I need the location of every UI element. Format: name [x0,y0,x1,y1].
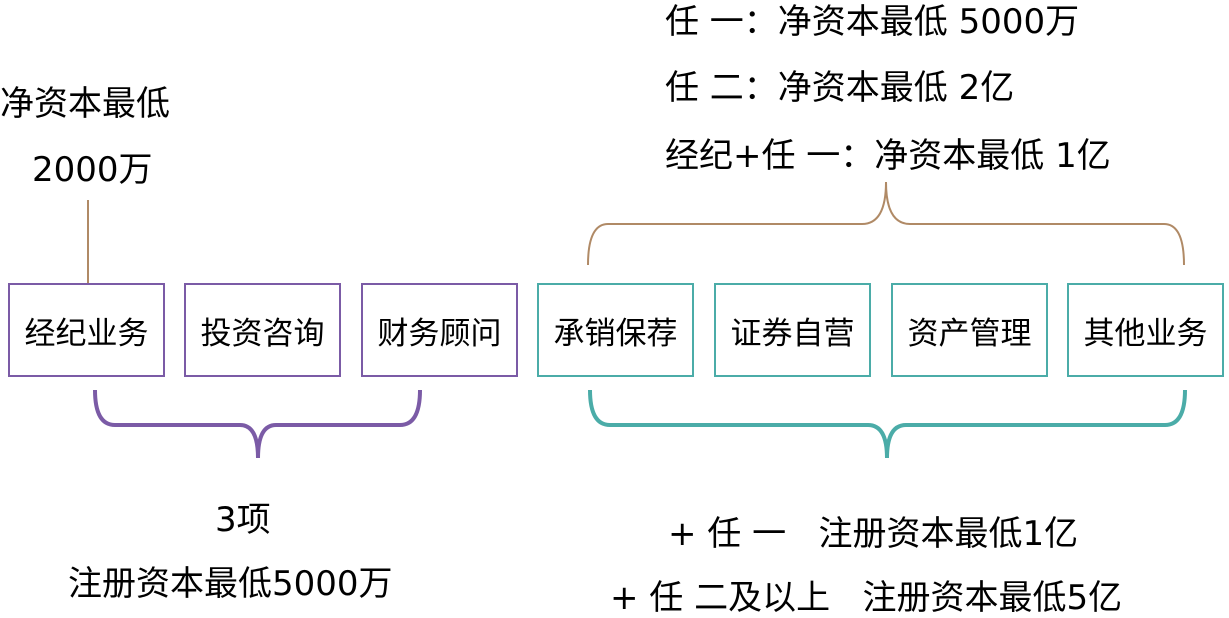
registered-capital-line-2: + 任 二及以上 注册资本最低5亿 [610,578,1123,618]
business-box-proprietary-trading: 证券自营 [714,283,871,377]
net-capital-line-1: 任 一：净资本最低 5000万 [665,2,1080,42]
business-box-underwriting: 承销保荐 [537,283,694,377]
registered-capital-line-1: + 任 一 注册资本最低1亿 [668,514,1079,554]
business-box-asset-management: 资产管理 [891,283,1048,377]
left-summary-line1: 3项 [215,500,271,540]
left-summary-line2: 注册资本最低5000万 [68,564,393,604]
top-brace [587,181,1185,266]
right-bottom-brace [588,389,1187,459]
net-capital-line-2: 任 二：净资本最低 2亿 [665,68,1015,108]
business-box-brokerage: 经纪业务 [8,283,165,377]
left-requirement-line1: 净资本最低 [0,84,170,124]
business-box-financial-advisory: 财务顾问 [361,283,518,377]
left-bottom-brace [93,389,422,459]
business-box-other: 其他业务 [1067,283,1224,377]
left-requirement-line2: 2000万 [32,150,153,190]
net-capital-line-3: 经纪+任 一：净资本最低 1亿 [665,136,1111,176]
business-box-investment-consulting: 投资咨询 [184,283,341,377]
